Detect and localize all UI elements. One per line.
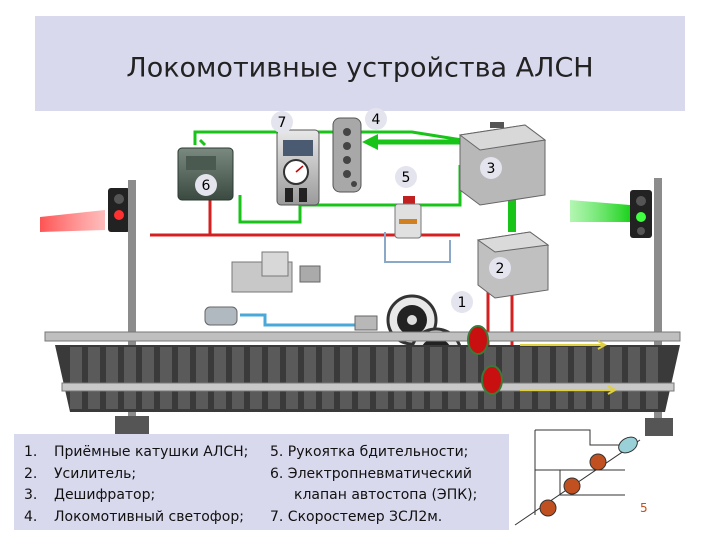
track-sleeper	[106, 347, 118, 409]
green-wire-loop	[238, 165, 462, 224]
legend-item-6: 6. Электропневматический	[270, 465, 473, 482]
marker-4: 4	[365, 108, 387, 130]
track-sleeper	[412, 347, 424, 409]
track-sleeper	[340, 347, 352, 409]
marker-7: 7	[271, 111, 293, 133]
track-sleeper	[268, 347, 280, 409]
track-sleeper	[286, 347, 298, 409]
legend-item-5: 5. Рукоятка бдительности;	[270, 444, 469, 460]
blue-wire-2	[384, 232, 451, 263]
track-sleeper	[358, 347, 370, 409]
legend-item-4: 4.Локомотивный светофор;	[24, 508, 244, 525]
inset-label: 5	[640, 501, 648, 515]
track-sleeper	[574, 347, 586, 409]
vigilance-handle	[394, 196, 422, 239]
track-sleeper	[142, 347, 154, 409]
track-sleeper	[232, 347, 244, 409]
track-sleeper	[304, 347, 316, 409]
track-sleeper	[214, 347, 226, 409]
svg-text:2: 2	[496, 261, 505, 277]
legend-item-7: 7. Скоростемер ЗСЛ2м.	[270, 508, 443, 525]
receiving-coils	[467, 325, 503, 395]
legend-item-3: 3.Дешифратор;	[24, 487, 156, 503]
track-sleeper	[88, 347, 100, 409]
green-signal-beam	[570, 200, 630, 222]
legend-panel: 1.Приёмные катушки АЛСН; 2.Усилитель; 3.…	[14, 434, 509, 530]
track-sleeper	[322, 347, 334, 409]
track-sleeper	[592, 347, 604, 409]
track-sleeper	[538, 347, 550, 409]
legend-left-column: 1.Приёмные катушки АЛСН; 2.Усилитель; 3.…	[24, 442, 274, 528]
red-signal-beam	[40, 210, 105, 232]
left-signal	[40, 180, 149, 436]
svg-text:6: 6	[202, 178, 211, 194]
legend-item-2: 2.Усилитель;	[24, 465, 137, 482]
right-signal	[570, 178, 673, 436]
title-bar: Локомотивные устройства АЛСН	[35, 16, 685, 111]
legend-right-column: 5. Рукоятка бдительности; 6. Электропнев…	[270, 442, 505, 528]
track-sleeper	[646, 347, 658, 409]
track-sleeper	[196, 347, 208, 409]
svg-text:3: 3	[487, 161, 496, 177]
epk-valve	[177, 147, 234, 201]
wiring	[150, 130, 523, 382]
decoder-box	[458, 122, 547, 206]
svg-text:5: 5	[402, 170, 411, 186]
inset-schematic: 5	[514, 429, 648, 526]
legend-item-1: 1.Приёмные катушки АЛСН;	[24, 444, 249, 460]
track-circuit-arrows	[520, 340, 618, 395]
marker-5: 5	[395, 166, 417, 188]
track-sleeper	[376, 347, 388, 409]
track-sleeper	[502, 347, 514, 409]
track-sleeper	[556, 347, 568, 409]
track-sleeper	[520, 347, 532, 409]
track-sleeper	[160, 347, 172, 409]
brake-equipment	[204, 251, 378, 331]
railway-track	[44, 331, 681, 412]
speedometer	[276, 129, 320, 206]
marker-3: 3	[480, 157, 502, 179]
track-sleeper	[448, 347, 460, 409]
svg-text:4: 4	[372, 112, 381, 128]
track-sleeper	[610, 347, 622, 409]
track-sleeper	[250, 347, 262, 409]
track-sleeper	[466, 347, 478, 409]
green-arrowhead-signal	[362, 134, 378, 150]
blue-wire	[240, 313, 355, 327]
svg-text:1: 1	[458, 295, 467, 311]
legend-item-6-continued: клапан автостопа (ЭПК);	[294, 487, 478, 503]
svg-text:7: 7	[278, 115, 287, 131]
locomotive-signal	[332, 117, 362, 193]
track-sleeper	[124, 347, 136, 409]
amplifier-box	[476, 231, 550, 299]
track-sleeper	[178, 347, 190, 409]
marker-6: 6	[195, 174, 217, 196]
marker-1: 1	[451, 291, 473, 313]
track-sleeper	[394, 347, 406, 409]
track-sleeper	[70, 347, 82, 409]
number-markers: 1 2 3 4 5 6 7	[195, 108, 511, 313]
green-wire-to-speedometer	[198, 138, 207, 147]
marker-2: 2	[489, 257, 511, 279]
page-title: Локомотивные устройства АЛСН	[126, 52, 594, 84]
track-sleeper	[628, 347, 640, 409]
track-sleeper	[430, 347, 442, 409]
